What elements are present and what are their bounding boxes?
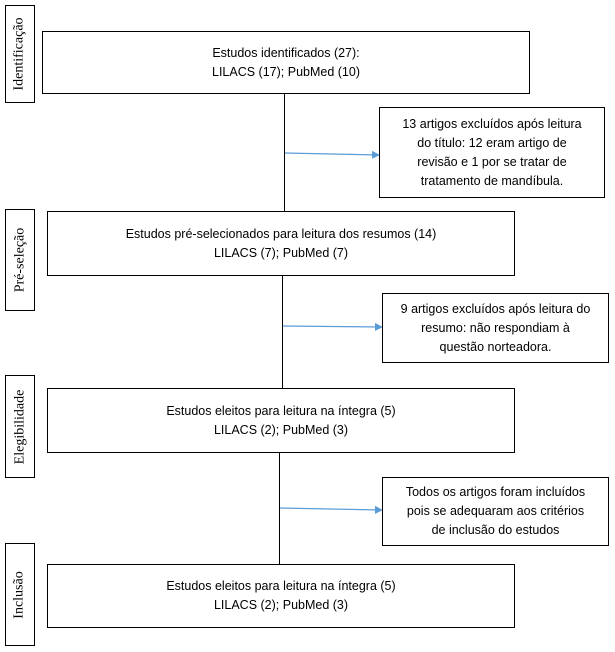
connector-1 bbox=[284, 93, 285, 211]
box-excluidos-titulo: 13 artigos excluídos após leitura do tít… bbox=[379, 107, 605, 198]
box-line: questão norteadora. bbox=[439, 339, 552, 354]
stage-label-identificacao: Identificação bbox=[5, 5, 35, 103]
box-line: LILACS (2); PubMed (3) bbox=[213, 422, 349, 437]
box-excluidos-resumo: 9 artigos excluídos após leitura do resu… bbox=[382, 293, 609, 363]
box-identificados: Estudos identificados (27): LILACS (17);… bbox=[42, 31, 530, 94]
box-line: Todos os artigos foram incluídos bbox=[405, 485, 586, 499]
arrow-exclusion-1 bbox=[284, 150, 380, 159]
box-line: tratamento de mandíbula. bbox=[420, 173, 564, 188]
box-line: 9 artigos excluídos após leitura do bbox=[400, 301, 591, 316]
stage-label-inclusao: Inclusão bbox=[5, 543, 35, 646]
box-eleitos: Estudos eleitos para leitura na íntegra … bbox=[47, 388, 515, 453]
stage-label-pre-selecao: Pré-seleção bbox=[5, 209, 35, 311]
box-line: LILACS (17); PubMed (10) bbox=[212, 64, 360, 79]
box-line: Estudos eleitos para leitura na íntegra … bbox=[166, 403, 396, 418]
box-line: Estudos eleitos para leitura na íntegra … bbox=[166, 579, 396, 593]
box-line: LILACS (7); PubMed (7) bbox=[213, 245, 349, 260]
box-todos-incluidos: Todos os artigos foram incluídos pois se… bbox=[382, 477, 609, 546]
box-pre-selecionados: Estudos pré-selecionados para leitura do… bbox=[47, 211, 515, 276]
box-line: revisão e 1 por se tratar de bbox=[417, 154, 567, 169]
arrow-inclusion-note bbox=[279, 505, 383, 514]
box-line: Estudos identificados (27): bbox=[212, 45, 360, 60]
box-line: resumo: não respondiam à bbox=[421, 320, 570, 335]
connector-2 bbox=[282, 275, 283, 388]
box-line: 13 artigos excluídos após leitura bbox=[402, 116, 582, 131]
stage-label-elegibilidade: Elegibilidade bbox=[5, 375, 35, 478]
arrow-exclusion-2 bbox=[282, 322, 383, 331]
box-line: Estudos pré-selecionados para leitura do… bbox=[125, 226, 437, 241]
box-line: pois se adequaram aos critérios bbox=[406, 504, 585, 518]
box-line: de inclusão do estudos bbox=[431, 523, 560, 537]
connector-3 bbox=[279, 452, 280, 564]
box-line: LILACS (2); PubMed (3) bbox=[213, 598, 349, 612]
box-incluidos: Estudos eleitos para leitura na íntegra … bbox=[47, 564, 515, 628]
box-line: do título: 12 eram artigo de bbox=[417, 135, 567, 150]
